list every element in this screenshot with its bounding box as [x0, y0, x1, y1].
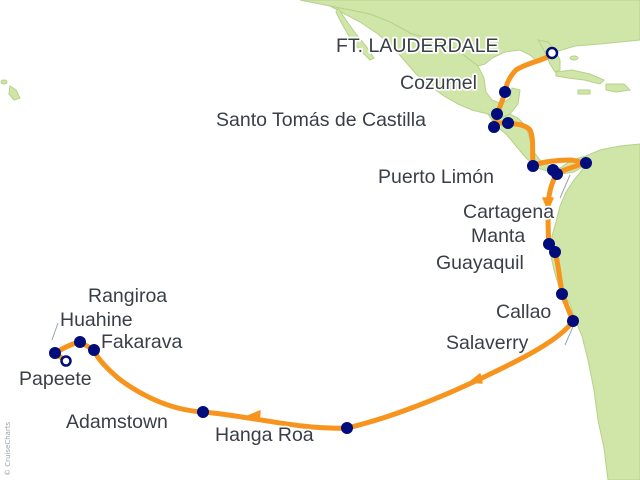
- port-marker-adamstown[interactable]: [197, 406, 209, 418]
- leader-huahine: [51, 322, 59, 341]
- label-rangiroa: Rangiroa: [88, 285, 167, 307]
- route-arrow-2: [247, 410, 261, 422]
- port-marker-callao[interactable]: [556, 288, 568, 300]
- label-cozumel: Cozumel: [400, 72, 477, 94]
- label-puerto-limon: Puerto Limón: [378, 166, 494, 188]
- label-callao: Callao: [496, 301, 551, 323]
- port-marker-santo-tomas-3[interactable]: [502, 117, 514, 129]
- port-marker-puerto-limon[interactable]: [527, 160, 539, 172]
- port-marker-cozumel[interactable]: [499, 86, 511, 98]
- port-marker-papeete[interactable]: [60, 355, 72, 367]
- land-jamaica: [577, 89, 591, 95]
- port-labels: FT. LAUDERDALE Cozumel Santo Tomás de Ca…: [17, 33, 556, 448]
- land-cuba: [555, 69, 605, 85]
- land-hispaniola: [605, 83, 632, 93]
- label-hanga-roa: Hanga Roa: [215, 424, 314, 446]
- port-marker-cartagena[interactable]: [580, 157, 592, 169]
- label-ft-lauderdale: FT. LAUDERDALE: [336, 35, 499, 57]
- label-fakarava: Fakarava: [101, 331, 182, 353]
- port-markers: [49, 46, 592, 434]
- label-cartagena: Cartagena: [463, 201, 554, 223]
- port-marker-santo-tomas-2[interactable]: [488, 121, 500, 133]
- label-adamstown: Adamstown: [66, 411, 168, 433]
- port-marker-panama-2[interactable]: [551, 168, 563, 180]
- port-marker-santo-tomas-de-castilla[interactable]: [491, 108, 503, 120]
- route-arrow-1: [469, 373, 483, 384]
- watermark: © CruiseCharts: [4, 421, 12, 476]
- label-salaverry: Salaverry: [446, 332, 529, 354]
- port-marker-salaverry[interactable]: [567, 315, 579, 327]
- port-marker-guayaquil[interactable]: [549, 246, 561, 258]
- land-hawaii-2: [0, 79, 8, 85]
- port-marker-huahine[interactable]: [49, 347, 61, 359]
- label-santo-tomas-de-castilla: Santo Tomás de Castilla: [216, 109, 426, 131]
- port-marker-ft-lauderdale[interactable]: [545, 46, 559, 60]
- leader-cartagena: [559, 174, 571, 199]
- route-arrow-3: [542, 197, 554, 211]
- land-baja: [335, 7, 375, 61]
- port-marker-rangiroa[interactable]: [74, 336, 86, 348]
- land-bahamas: [569, 55, 579, 61]
- land-hawaii: [8, 85, 21, 101]
- port-marker-fakarava[interactable]: [88, 344, 100, 356]
- label-huahine: Huahine: [60, 309, 133, 331]
- land-central-america: [486, 113, 587, 175]
- label-guayaquil: Guayaquil: [436, 252, 524, 274]
- label-manta: Manta: [471, 225, 525, 247]
- port-marker-hanga-roa[interactable]: [341, 422, 353, 434]
- land-mexico: [329, 5, 521, 119]
- label-papeete: Papeete: [19, 368, 92, 390]
